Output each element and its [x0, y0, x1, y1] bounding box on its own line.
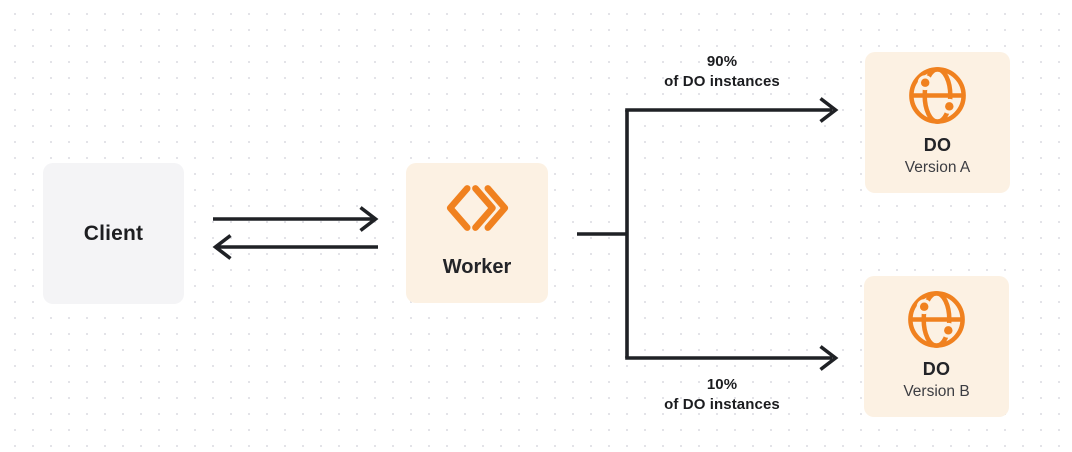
top-branch-label: 90% of DO instances	[637, 52, 807, 92]
cloudflare-workers-icon	[444, 182, 510, 234]
bottom-branch-caption: of DO instances	[664, 396, 780, 413]
arrow-to-do-version-a	[625, 97, 839, 123]
client-node: Client	[43, 163, 184, 304]
do-version-b-title: DO	[922, 359, 951, 379]
worker-to-client-arrow	[212, 234, 378, 260]
do-version-b-subtitle: Version B	[903, 383, 970, 400]
top-branch-caption: of DO instances	[664, 73, 780, 90]
arrow-to-do-version-b	[625, 345, 839, 371]
top-branch-percent: 90%	[706, 53, 738, 70]
durable-object-globe-icon	[905, 288, 968, 351]
bottom-branch-percent: 10%	[706, 376, 738, 393]
client-to-worker-arrow	[213, 206, 379, 232]
do-version-a-node: DO Version A	[865, 52, 1010, 193]
client-label: Client	[83, 221, 144, 245]
bottom-branch-label: 10% of DO instances	[637, 375, 807, 415]
do-version-b-node: DO Version B	[864, 276, 1009, 417]
worker-node: Worker	[406, 163, 548, 303]
worker-label: Worker	[442, 256, 512, 278]
durable-object-globe-icon	[906, 64, 969, 127]
do-version-a-subtitle: Version A	[904, 159, 971, 176]
do-version-a-title: DO	[923, 135, 952, 155]
worker-branch-line	[577, 110, 629, 358]
